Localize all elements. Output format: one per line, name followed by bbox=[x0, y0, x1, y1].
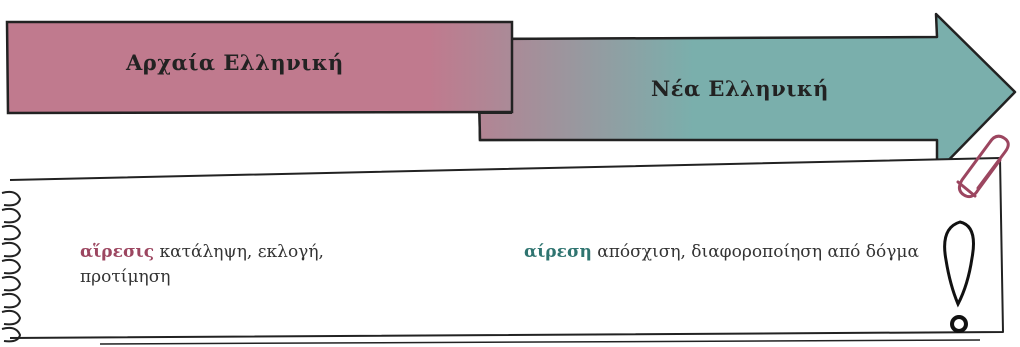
ancient-entry: αἵρεσις κατάληψη, εκλογή, προτίμηση bbox=[80, 240, 410, 290]
paperclip-icon bbox=[956, 134, 1010, 199]
modern-greek-label: Νέα Ελληνική bbox=[651, 76, 829, 101]
note-card bbox=[9, 157, 1004, 339]
ancient-term: αἵρεσις bbox=[80, 242, 155, 262]
ancient-definition: κατάληψη, εκλογή, προτίμηση bbox=[80, 242, 324, 287]
exclamation-icon bbox=[943, 220, 975, 333]
modern-entry: αίρεση απόσχιση, διαφοροποίηση από δόγμα bbox=[524, 240, 924, 265]
ancient-greek-label: Αρχαία Ελληνική bbox=[126, 50, 344, 75]
spiral-binding-icon bbox=[1, 190, 22, 343]
modern-term: αίρεση bbox=[524, 242, 592, 262]
modern-definition: απόσχιση, διαφοροποίηση από δόγμα bbox=[597, 242, 919, 262]
arrow-head bbox=[476, 12, 1017, 174]
